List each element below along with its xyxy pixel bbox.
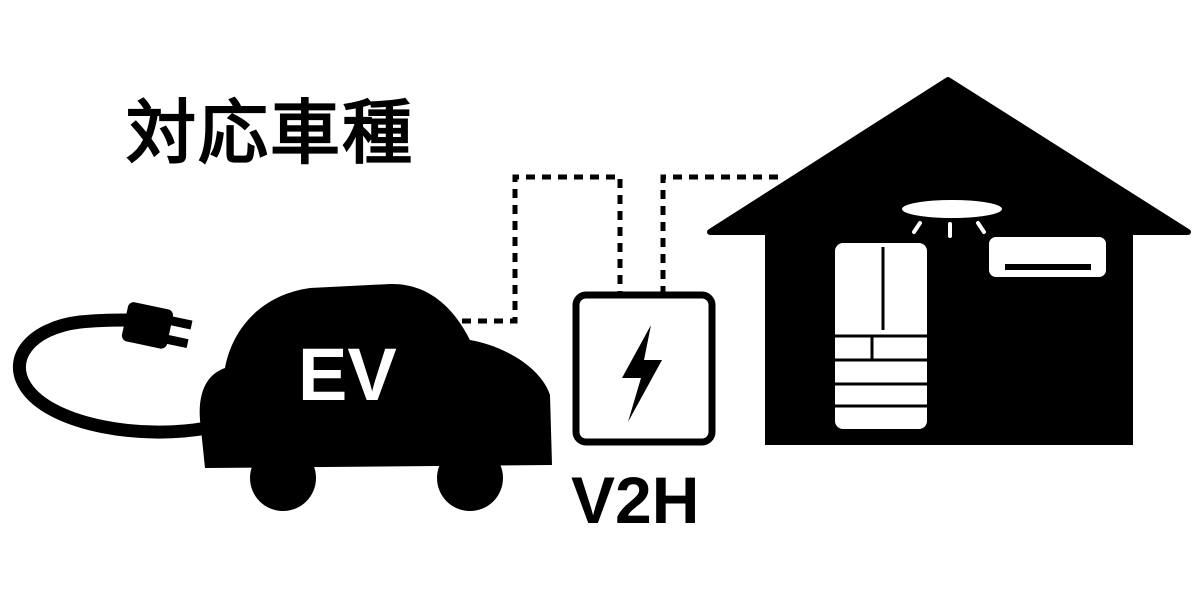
plug-icon xyxy=(121,302,193,349)
refrigerator-icon xyxy=(835,243,927,429)
page-title: 対応車種 xyxy=(126,92,414,174)
connection-car-v2h xyxy=(462,174,623,324)
ev-label: EV xyxy=(298,333,397,416)
v2h-label: V2H xyxy=(571,463,700,537)
connection-v2h-house xyxy=(660,174,780,295)
charging-cable xyxy=(12,313,214,439)
car-wheel-front xyxy=(437,445,503,511)
car-wheel-rear xyxy=(250,445,316,511)
house-icon xyxy=(707,77,1191,445)
ceiling-light-icon xyxy=(902,200,1002,238)
car-icon xyxy=(199,283,552,511)
car-body xyxy=(199,283,552,468)
air-conditioner-icon xyxy=(989,237,1106,277)
lightning-icon xyxy=(622,325,662,422)
